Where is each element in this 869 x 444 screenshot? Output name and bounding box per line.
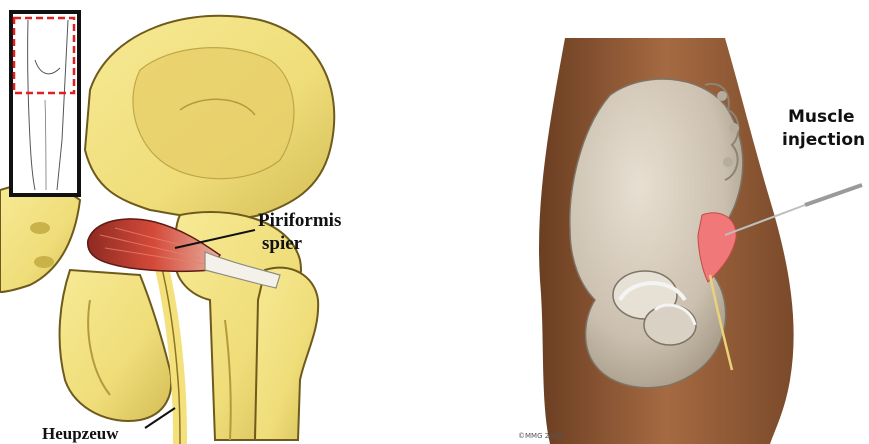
injection-label-line2: injection — [782, 130, 865, 150]
copyright-label: ©MMG 2005 — [518, 432, 563, 440]
sciatic-nerve-label: Heupzeuw — [42, 424, 119, 443]
injection-illustration: Muscle injection ©MMG 2005 — [470, 0, 869, 444]
piriformis-label-line1: Piriformis — [258, 210, 341, 231]
body-locator-inset — [11, 12, 79, 195]
hip-anatomy-illustration: Piriformis spier Heupzeuw — [0, 0, 440, 444]
injection-label-line1: Muscle — [788, 107, 855, 127]
piriformis-label-line2: spier — [262, 233, 303, 254]
